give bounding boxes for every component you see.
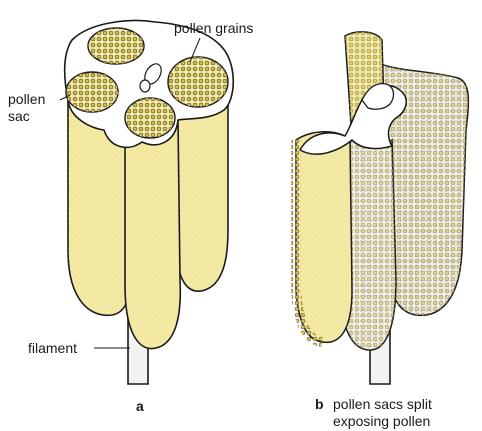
label-pollen-sac-line2: sac <box>8 108 30 124</box>
anther-intact <box>59 19 234 385</box>
leader-pollen-sac <box>59 94 71 101</box>
leader-pollen-grains <box>189 37 201 63</box>
label-pollen-grains: pollen grains <box>174 20 254 36</box>
label-filament: filament <box>28 340 78 356</box>
caption-b-line1: pollen sacs split <box>333 396 432 412</box>
panel-letter-b: b <box>315 396 324 412</box>
caption-b-line2: exposing pollen <box>333 413 431 429</box>
connective-flap <box>361 82 395 110</box>
label-pollen-sac-line1: pollen <box>8 91 46 107</box>
pollen-sac-section-top <box>87 27 145 65</box>
pollen-sac-section-front <box>124 97 176 139</box>
anther-split <box>291 31 470 385</box>
pollen-sac-section-left <box>65 71 119 113</box>
caption-b: pollen sacs split exposing pollen <box>333 396 432 430</box>
panel-letter-a: a <box>136 398 144 414</box>
pollen-sac-section-right <box>167 56 229 108</box>
